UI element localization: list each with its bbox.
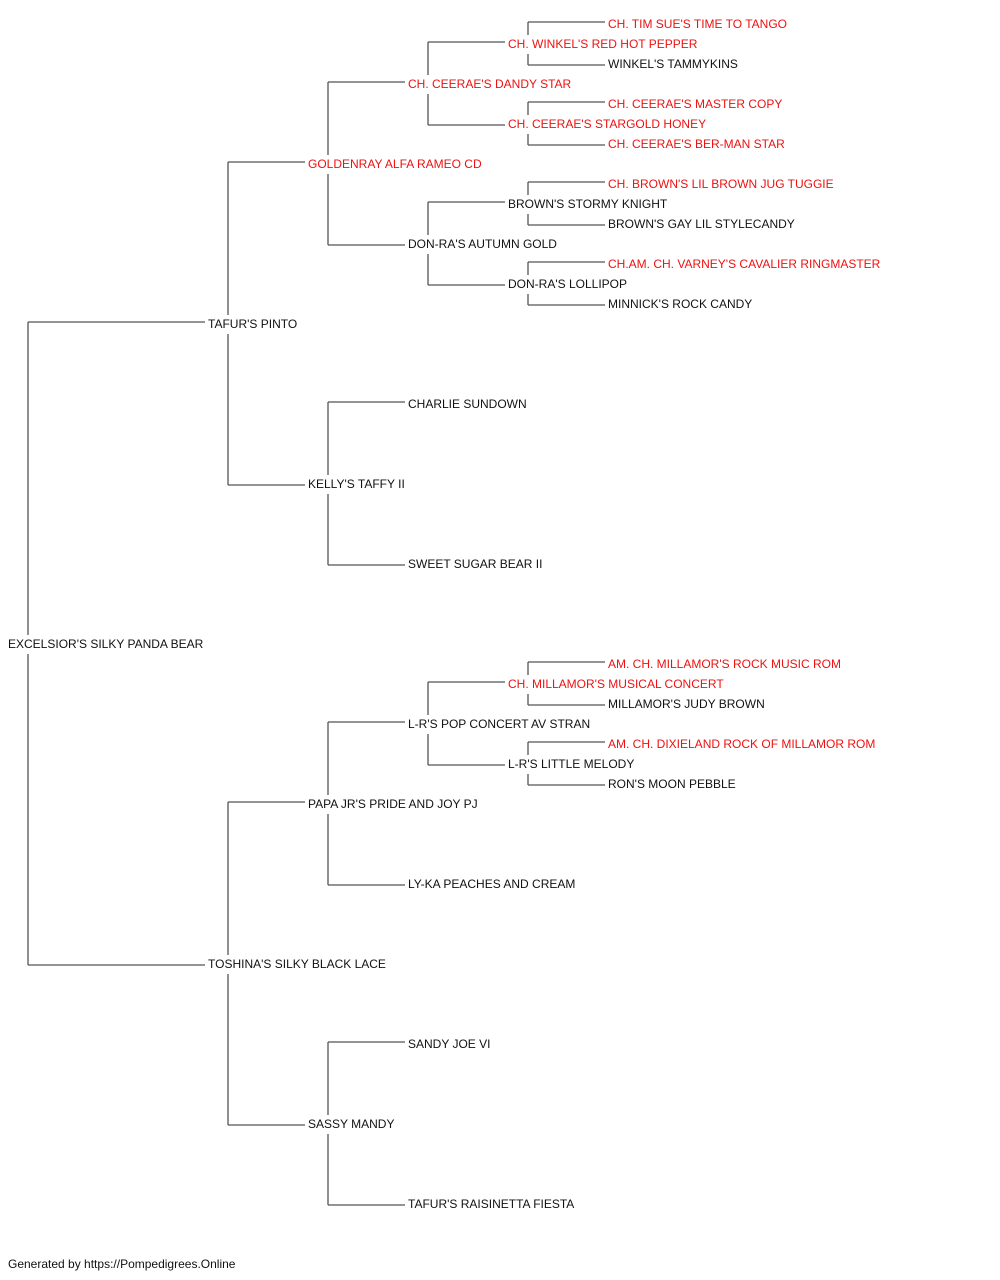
ancestor-name: SWEET SUGAR BEAR II	[407, 557, 544, 571]
ancestor-name: CH. CEERAE'S STARGOLD HONEY	[507, 117, 708, 131]
ancestor-name: RON'S MOON PEBBLE	[607, 777, 737, 791]
dam-name: TOSHINA'S SILKY BLACK LACE	[207, 957, 387, 971]
sire-name: TAFUR'S PINTO	[207, 317, 299, 331]
generator-credit: Generated by https://Pompedigrees.Online	[8, 1257, 236, 1271]
ancestor-name: LY-KA PEACHES AND CREAM	[407, 877, 577, 891]
ancestor-name: L-R'S LITTLE MELODY	[507, 757, 636, 771]
ancestor-name: MILLAMOR'S JUDY BROWN	[607, 697, 766, 711]
ancestor-name: BROWN'S STORMY KNIGHT	[507, 197, 669, 211]
ancestor-name: CH. WINKEL'S RED HOT PEPPER	[507, 37, 699, 51]
ancestor-name: TAFUR'S RAISINETTA FIESTA	[407, 1197, 576, 1211]
ancestor-name: CH. MILLAMOR'S MUSICAL CONCERT	[507, 677, 725, 691]
ancestor-name: L-R'S POP CONCERT AV STRAN	[407, 717, 592, 731]
ancestor-name: SANDY JOE VI	[407, 1037, 492, 1051]
paternal-grandsire-name: GOLDENRAY ALFA RAMEO CD	[307, 157, 483, 171]
ancestor-name: CHARLIE SUNDOWN	[407, 397, 528, 411]
ancestor-name: CH. TIM SUE'S TIME TO TANGO	[607, 17, 788, 31]
ancestor-name: MINNICK'S ROCK CANDY	[607, 297, 754, 311]
ancestor-name: CH.AM. CH. VARNEY'S CAVALIER RINGMASTER	[607, 257, 882, 271]
paternal-granddam-name: KELLY'S TAFFY II	[307, 477, 406, 491]
ancestor-name: AM. CH. MILLAMOR'S ROCK MUSIC ROM	[607, 657, 842, 671]
ancestor-name: AM. CH. DIXIELAND ROCK OF MILLAMOR ROM	[607, 737, 877, 751]
ancestor-name: CH. CEERAE'S MASTER COPY	[607, 97, 784, 111]
ancestor-name: DON-RA'S LOLLIPOP	[507, 277, 628, 291]
ancestor-name: CH. BROWN'S LIL BROWN JUG TUGGIE	[607, 177, 835, 191]
ancestor-name: DON-RA'S AUTUMN GOLD	[407, 237, 558, 251]
ancestor-name: CH. CEERAE'S DANDY STAR	[407, 77, 573, 91]
ancestor-name: CH. CEERAE'S BER-MAN STAR	[607, 137, 786, 151]
ancestor-name: WINKEL'S TAMMYKINS	[607, 57, 739, 71]
maternal-granddam-name: SASSY MANDY	[307, 1117, 396, 1131]
maternal-grandsire-name: PAPA JR'S PRIDE AND JOY PJ	[307, 797, 479, 811]
subject-dog-name: EXCELSIOR'S SILKY PANDA BEAR	[7, 637, 205, 651]
ancestor-name: BROWN'S GAY LIL STYLECANDY	[607, 217, 796, 231]
